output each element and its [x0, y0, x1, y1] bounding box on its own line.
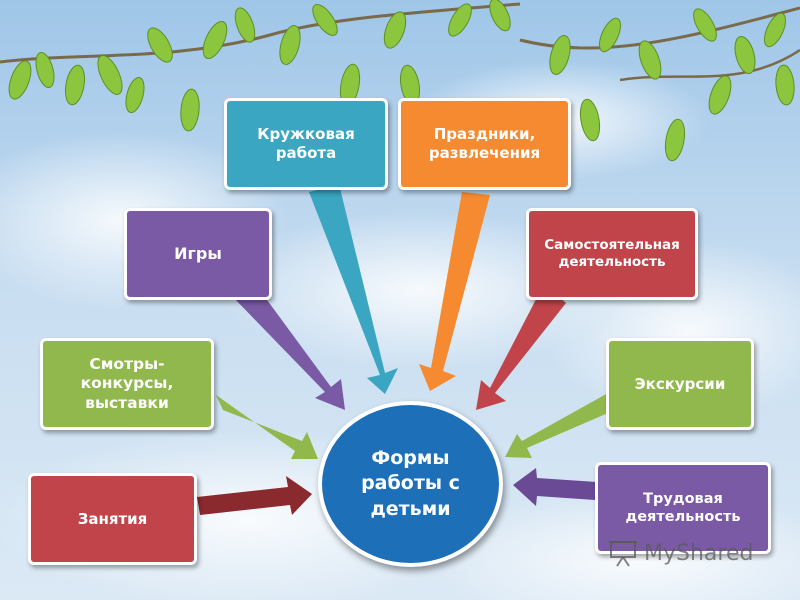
arrow-kruzhkovaya	[309, 184, 398, 394]
node-prazdniki-razvlecheniya-label: Праздники, развлечения	[428, 125, 541, 162]
arrow-zanyatiya	[197, 476, 312, 515]
arrows	[197, 184, 615, 515]
node-kruzhkovaya-rabota-label: Кружковая работа	[257, 125, 355, 162]
arrow-ekskursii	[505, 393, 615, 458]
node-zanyatiya: Занятия	[28, 473, 197, 565]
node-ekskursii-label: Экскурсии	[634, 374, 726, 393]
node-samostoyatelnaya-deyatelnost-label: Самостоятельная деятельность	[544, 237, 680, 270]
tree-branches	[0, 0, 800, 162]
node-kruzhkovaya-rabota: Кружковая работа	[224, 98, 388, 190]
node-zanyatiya-label: Занятия	[77, 509, 148, 528]
arrow-igry	[230, 270, 345, 410]
arrow-prazdniki	[419, 192, 490, 391]
presentation-board-icon	[609, 541, 637, 567]
arrow-smotry	[216, 395, 318, 459]
node-smotry-konkursy-vystavki-label: Смотры- конкурсы, выставки	[80, 354, 174, 412]
arrow-samostoyatelnaya	[476, 284, 566, 410]
node-smotry-konkursy-vystavki: Смотры- конкурсы, выставки	[40, 338, 214, 430]
center-node-label: Формы работы с детьми	[361, 446, 460, 520]
node-igry: Игры	[124, 208, 272, 300]
node-igry-label: Игры	[174, 244, 222, 263]
center-node-formy-raboty: Формы работы с детьми	[318, 401, 503, 567]
node-trudovaya-deyatelnost: Трудовая деятельность	[595, 462, 771, 554]
node-trudovaya-deyatelnost-label: Трудовая деятельность	[625, 490, 741, 525]
arrow-trudovaya	[513, 468, 597, 506]
watermark: MyShared	[608, 538, 753, 568]
watermark-label: MyShared	[644, 540, 754, 566]
node-ekskursii: Экскурсии	[606, 338, 754, 430]
node-prazdniki-razvlecheniya: Праздники, развлечения	[398, 98, 571, 190]
node-samostoyatelnaya-deyatelnost: Самостоятельная деятельность	[526, 208, 698, 300]
